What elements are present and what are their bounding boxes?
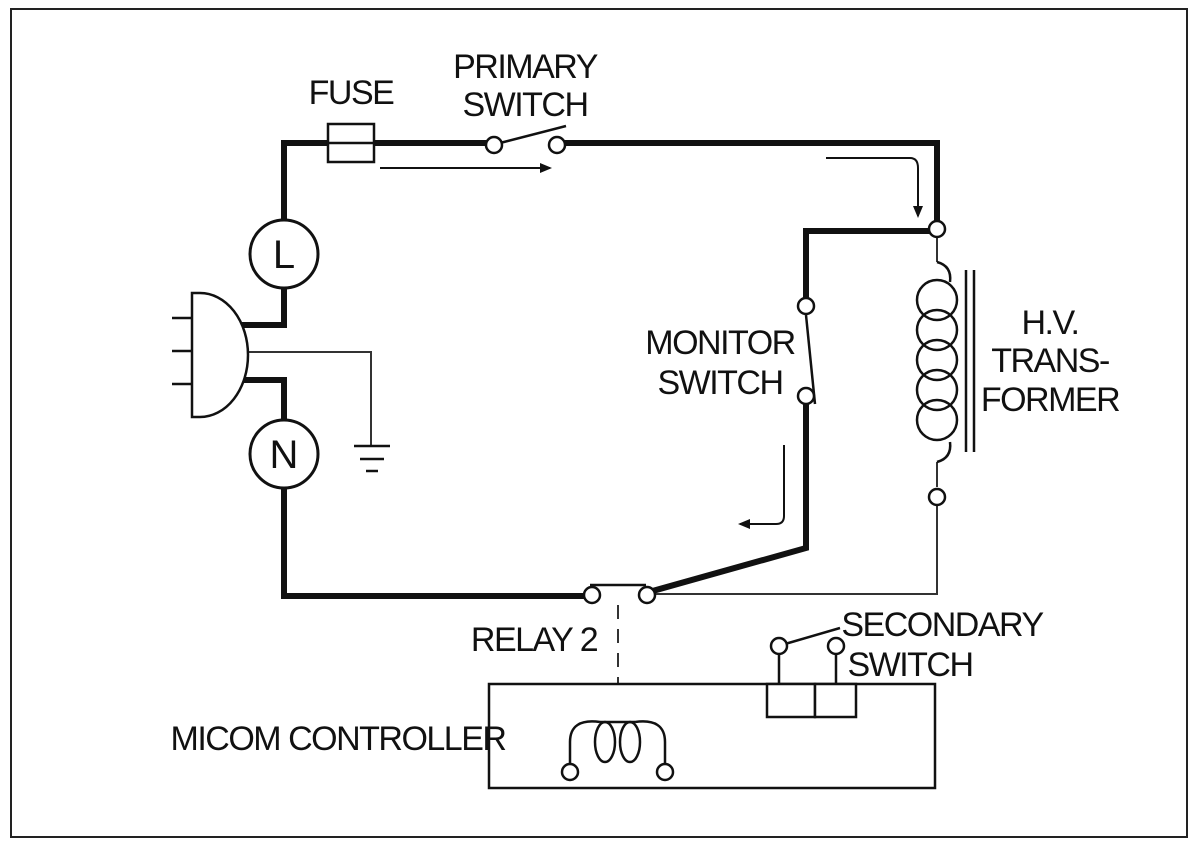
line-terminal-label: L — [273, 233, 295, 277]
secondary-switch — [765, 626, 858, 719]
secondary-switch-label-line2: SWITCH — [847, 646, 972, 684]
hv-transformer-label-line3: FORMER — [981, 381, 1119, 419]
hv-transformer-label-line2: TRANS- — [991, 342, 1109, 380]
secondary-switch-label-line1: SECONDARY — [841, 606, 1043, 644]
fuse-label: FUSE — [309, 74, 395, 112]
main-wiring — [237, 140, 940, 599]
power-plug — [172, 291, 250, 419]
primary-switch-label-line2: SWITCH — [462, 86, 587, 124]
neutral-terminal: N — [248, 418, 320, 490]
diagram-border — [10, 8, 1188, 838]
neutral-terminal-label: N — [270, 433, 299, 477]
secondary-wiring — [242, 238, 938, 690]
primary-switch — [484, 124, 567, 155]
current-flow-arrows — [380, 157, 923, 529]
micom-controller-label: MICOM CONTROLLER — [171, 720, 506, 758]
hv-transformer-label-line1: H.V. — [1021, 304, 1078, 342]
monitor-switch-label-line1: MONITOR — [645, 324, 794, 362]
monitor-switch — [796, 296, 817, 406]
relay-coil — [560, 720, 675, 782]
relay-label: RELAY 2 — [471, 621, 598, 659]
micom-controller-box — [487, 682, 937, 790]
primary-switch-label-line1: PRIMARY — [453, 48, 598, 86]
monitor-switch-label-line2: SWITCH — [657, 364, 782, 402]
relay-contacts — [582, 583, 657, 605]
hv-transformer — [915, 219, 976, 507]
ground-symbol — [354, 444, 390, 473]
fuse — [326, 122, 376, 164]
line-terminal: L — [248, 218, 320, 290]
